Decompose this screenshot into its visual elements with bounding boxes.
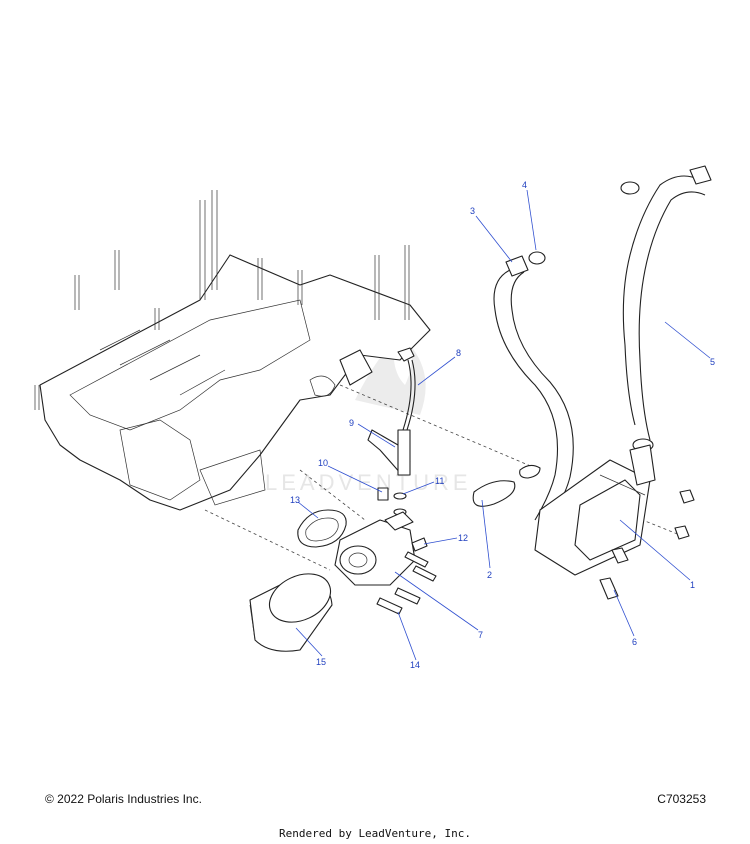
callout-13: 13 — [290, 495, 300, 505]
dipstick-tube — [397, 347, 416, 431]
oil-cooler — [534, 444, 656, 576]
callout-6: 6 — [632, 637, 637, 647]
callout-9: 9 — [349, 418, 354, 428]
callout-2: 2 — [487, 570, 492, 580]
clamp-4 — [528, 251, 546, 265]
callout-11: 11 — [435, 476, 444, 486]
leader-lines — [295, 189, 711, 661]
rendered-by-text: Rendered by LeadVenture, Inc. — [278, 827, 472, 840]
seal-2 — [472, 464, 541, 507]
callout-1: 1 — [690, 580, 695, 590]
drawing-id: C703253 — [657, 792, 706, 806]
callout-10: 10 — [318, 458, 328, 468]
callout-7: 7 — [478, 630, 483, 640]
hose-5 — [620, 165, 712, 452]
watermark: LEADVENTURE — [265, 340, 472, 495]
callout-15: 15 — [316, 657, 326, 667]
callout-5: 5 — [710, 357, 715, 367]
callout-3: 3 — [470, 206, 475, 216]
callout-4: 4 — [522, 180, 527, 190]
oil-filter — [249, 573, 333, 652]
gasket — [297, 509, 347, 548]
bolts-6 — [599, 489, 695, 600]
watermark-text: LEADVENTURE — [265, 470, 472, 495]
bracket — [367, 429, 411, 476]
callout-8: 8 — [456, 348, 461, 358]
copyright-text: © 2022 Polaris Industries Inc. — [45, 792, 202, 806]
bolts-14 — [376, 587, 421, 615]
callouts: 1 2 3 4 5 6 7 8 9 10 11 12 13 14 15 — [290, 180, 715, 670]
callout-14: 14 — [410, 660, 420, 670]
filter-adapter — [334, 511, 416, 586]
o-ring-11 — [393, 492, 407, 516]
oil-pan — [34, 190, 431, 511]
bolts-12 — [404, 537, 437, 582]
callout-12: 12 — [458, 533, 468, 543]
bolt-10 — [377, 487, 389, 501]
